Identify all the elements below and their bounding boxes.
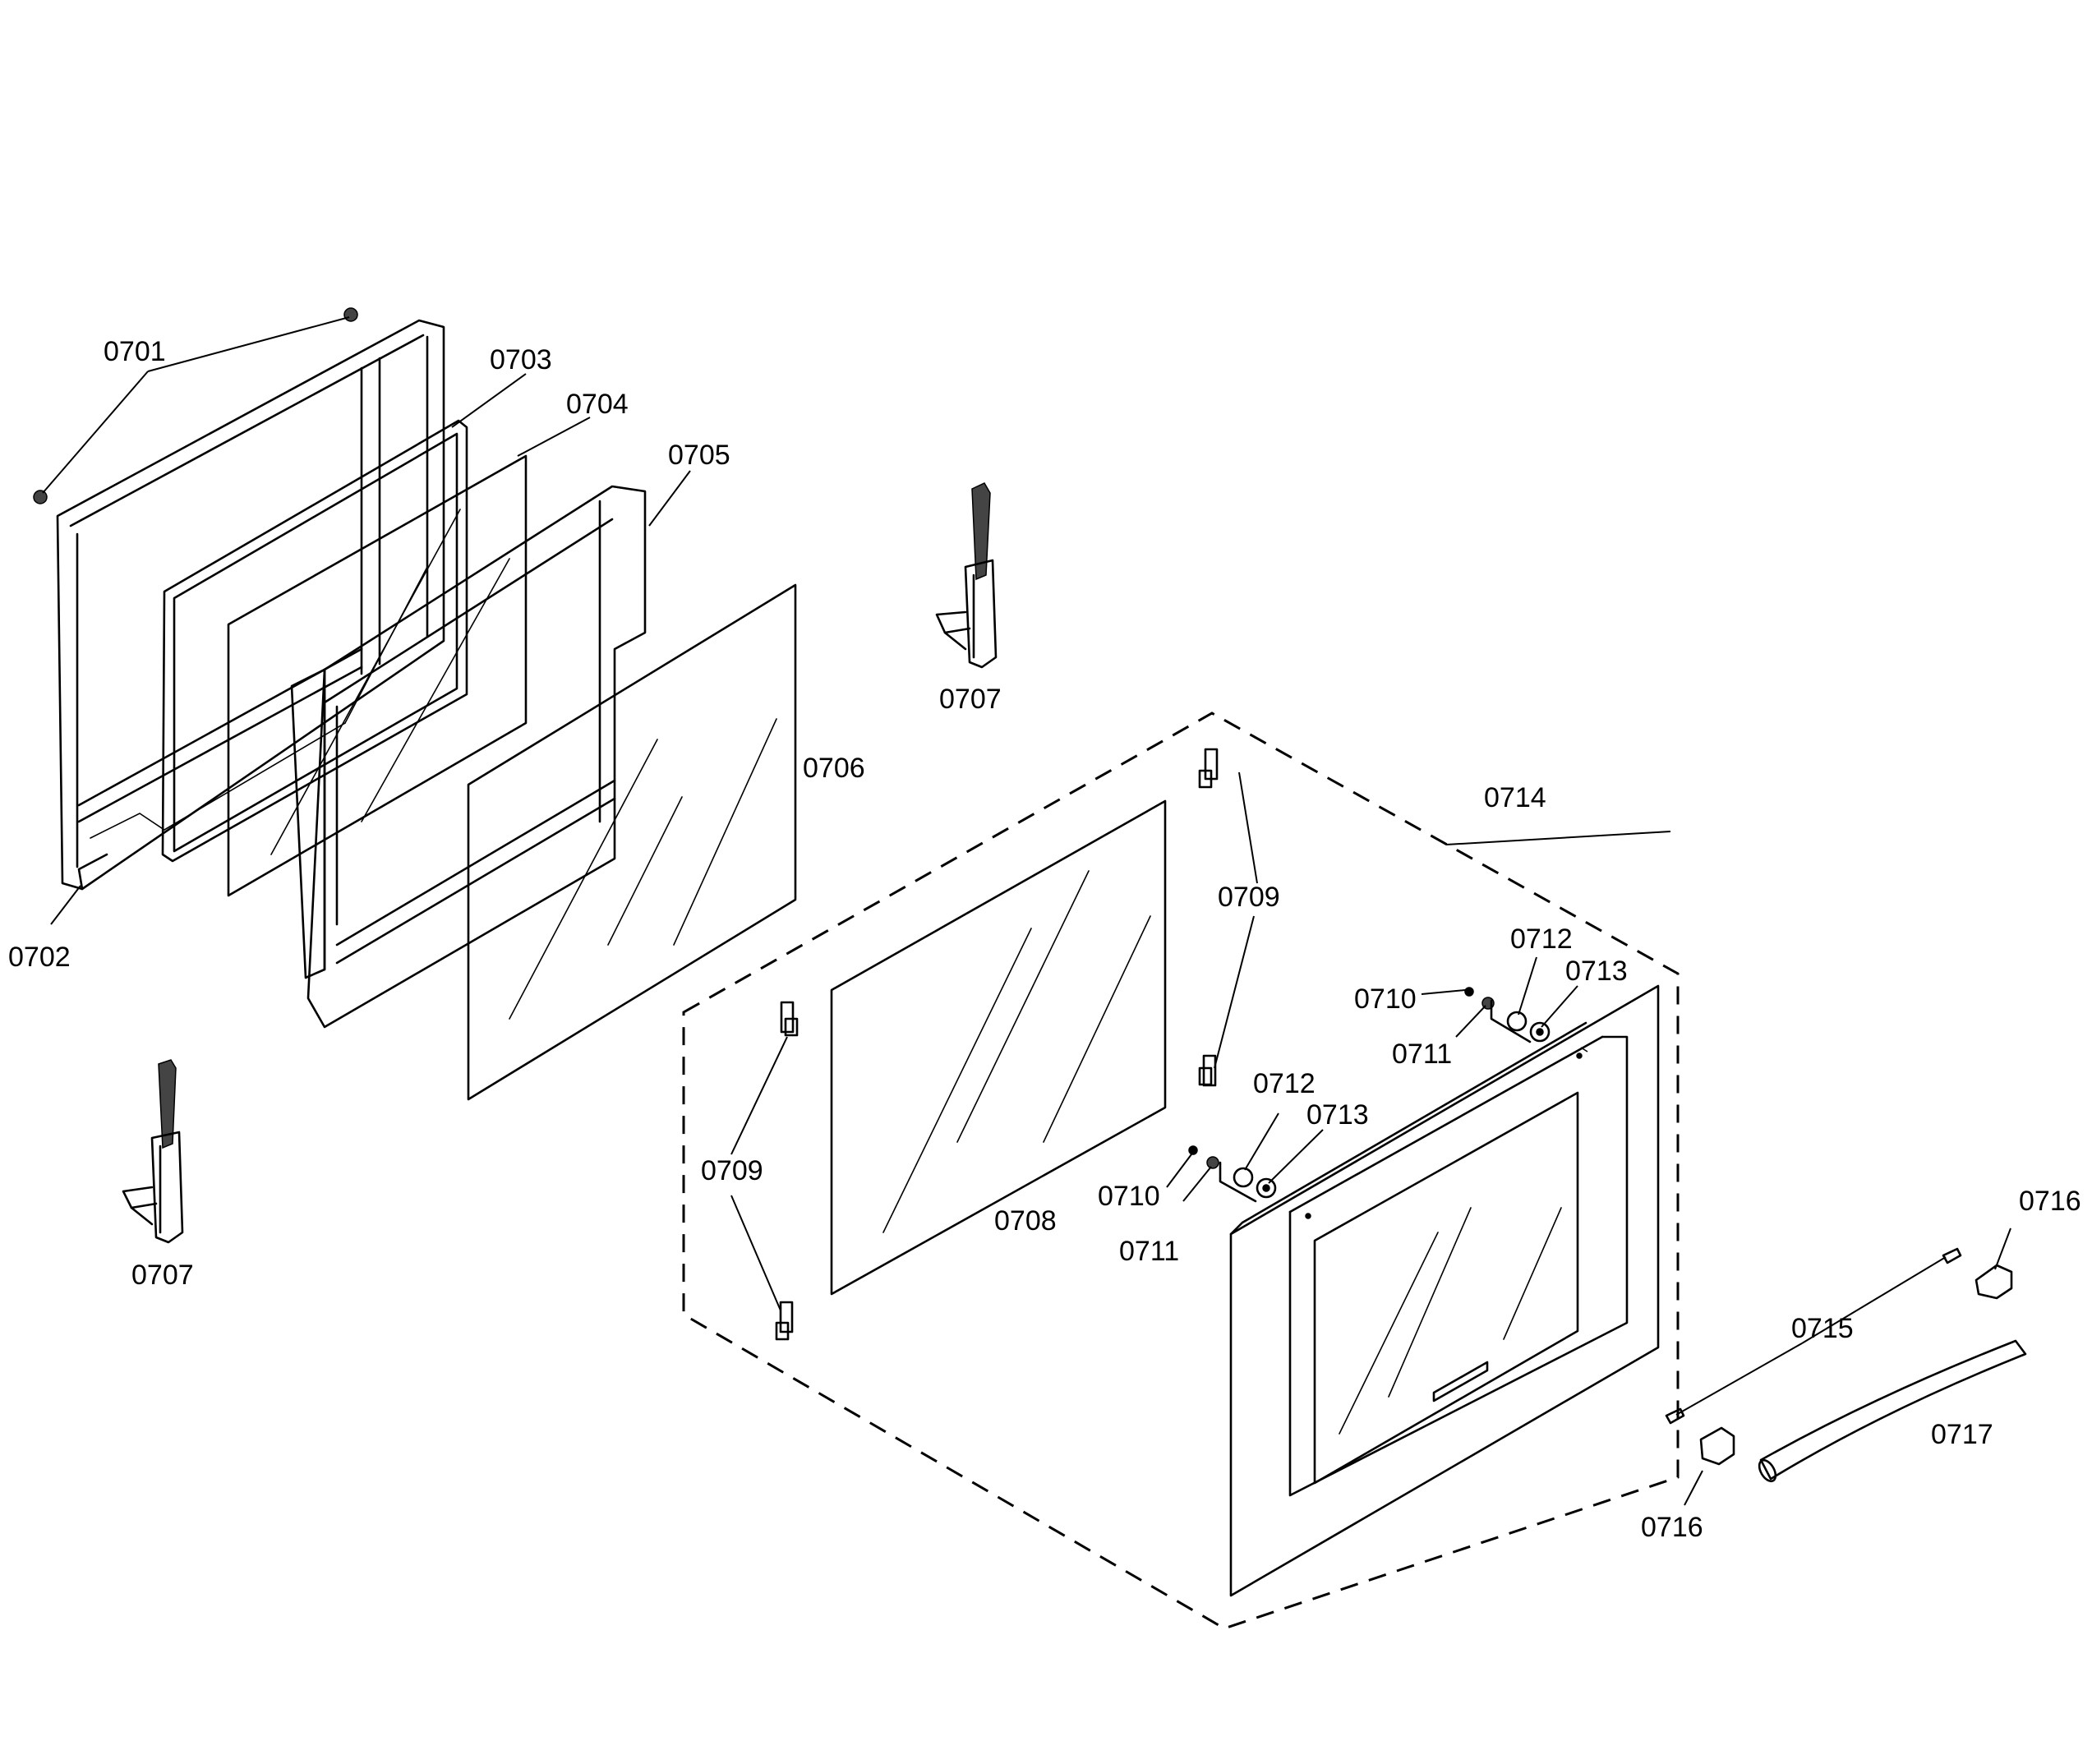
callout-0712-upper: 0712 <box>1510 923 1573 955</box>
callout-0711-upper: 0711 <box>1392 1039 1452 1070</box>
callout-0703: 0703 <box>490 344 552 375</box>
part-0715-pins <box>1665 1247 1962 1425</box>
callout-0709-left: 0709 <box>701 1155 763 1186</box>
part-0706-glass-panel <box>467 583 797 1101</box>
leader-lines <box>42 316 2011 1506</box>
callout-0716-upper: 0716 <box>2019 1186 2081 1217</box>
callout-0711-lower: 0711 <box>1119 1236 1179 1267</box>
part-0705-retainer-frame <box>290 485 647 1029</box>
part-0701-outer-frame <box>56 319 445 891</box>
callout-0709-right: 0709 <box>1218 882 1280 913</box>
part-0708-glass <box>830 799 1167 1296</box>
part-0714-assembly-outline <box>682 712 1680 1630</box>
callout-0701: 0701 <box>104 336 166 367</box>
callout-0717: 0717 <box>1931 1419 1993 1450</box>
part-0709-clips <box>775 748 1219 1341</box>
part-0707-hinge-upper <box>935 482 998 669</box>
callout-0710-upper: 0710 <box>1354 983 1417 1015</box>
callout-0707-upper: 0707 <box>939 684 1002 715</box>
callout-0702: 0702 <box>8 942 71 973</box>
callout-0712-lower: 0712 <box>1253 1068 1316 1099</box>
part-0701-screws <box>33 307 358 504</box>
callout-0713-upper: 0713 <box>1565 956 1628 987</box>
part-0703-gasket <box>161 419 468 863</box>
part-0717-handle <box>1758 1339 2027 1483</box>
callout-0714: 0714 <box>1484 782 1546 813</box>
callout-0704: 0704 <box>566 389 629 420</box>
part-0707-hinge-lower <box>122 1059 184 1244</box>
part-0710-0711-screws <box>1188 987 1495 1169</box>
part-0712-0713-washers <box>1233 1011 1551 1199</box>
callout-0713-lower: 0713 <box>1306 1099 1369 1131</box>
part-outer-door-panel <box>1219 984 1660 1597</box>
part-0704-inner-glass <box>227 454 528 897</box>
callout-0707-lower: 0707 <box>131 1260 194 1291</box>
callout-0716-lower: 0716 <box>1641 1512 1703 1543</box>
callout-0710-lower: 0710 <box>1098 1181 1160 1212</box>
callout-0715: 0715 <box>1791 1313 1854 1344</box>
callout-0706: 0706 <box>803 753 865 784</box>
callout-0705: 0705 <box>668 440 730 471</box>
callout-0708: 0708 <box>994 1205 1057 1237</box>
callout-labels: 0701 0702 0703 0704 0705 0706 0707 0707 … <box>8 336 2081 1543</box>
